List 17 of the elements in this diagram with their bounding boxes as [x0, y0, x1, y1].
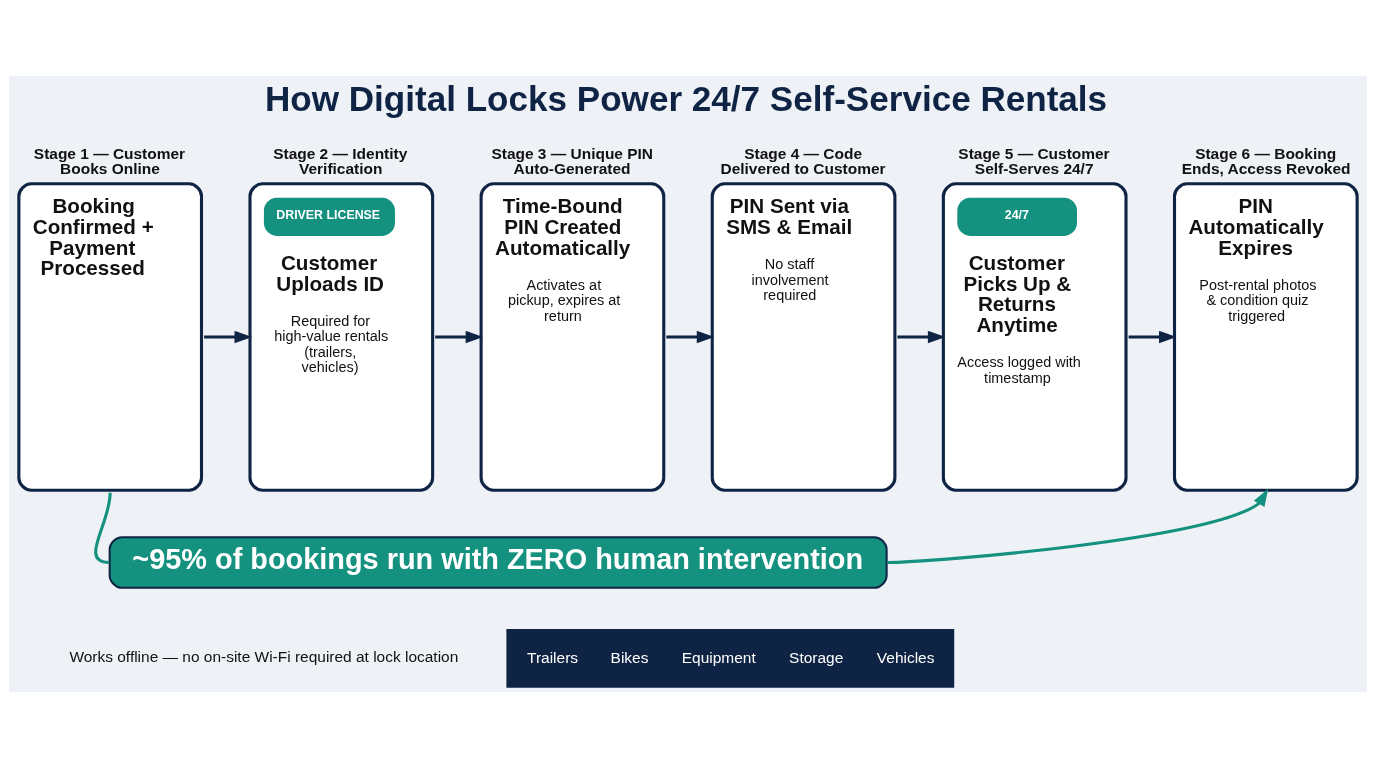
arrow: [887, 488, 1269, 565]
node-label: Stage 6 — Booking Ends, Access Revoked: [1181, 144, 1351, 178]
node-label: Stage 3 — Unique PIN Auto-Generated: [491, 144, 654, 178]
node-box: Trailers Bikes Equipment Storage Vehicles: [506, 629, 955, 688]
label: Works offline — no on-site Wi-Fi required at lock location: [69, 648, 459, 666]
arrow: [204, 330, 253, 344]
connector: [94, 492, 112, 565]
node-label: Stage 4 — Code Delivered to Customer: [720, 144, 886, 178]
arrow: [897, 330, 946, 344]
node-label: Stage 5 — Customer Self-Serves 24/7: [958, 144, 1110, 178]
node-box: ~95% of bookings run with ZERO human intervention: [108, 536, 888, 589]
arrow: [1128, 330, 1177, 344]
arrow: [435, 330, 484, 344]
node-label: Stage 2 — Identity Verification: [273, 144, 408, 178]
node-label: Stage 1 — Customer Books Online: [33, 144, 186, 178]
arrow: [666, 330, 715, 344]
diagram-title: How Digital Locks Power 24/7 Self-Service Rentals: [264, 79, 1108, 119]
